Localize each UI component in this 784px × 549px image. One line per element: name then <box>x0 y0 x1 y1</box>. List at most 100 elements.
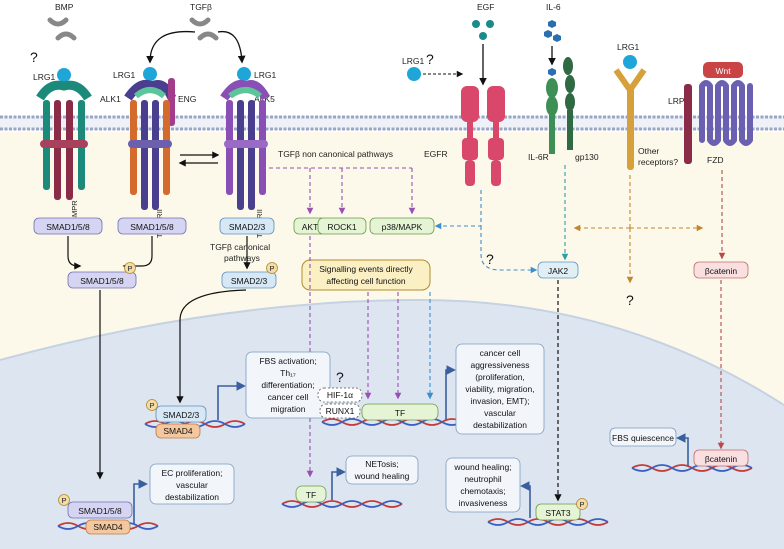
cancer-2: aggressiveness <box>470 360 529 370</box>
jak2-text: JAK2 <box>548 266 569 276</box>
fbs-activation-3: differentiation; <box>261 380 314 390</box>
netosis-2: wound healing <box>354 471 410 481</box>
fbs-activation-5: migration <box>271 404 306 414</box>
smad23-gene-arrow <box>217 381 246 420</box>
cancer-7: destabilization <box>473 420 527 430</box>
stat3-text: STAT3 <box>545 508 570 518</box>
fbs-quiescence-text: FBS quiescence <box>612 433 674 443</box>
lrg1-label-egfr: LRG1 <box>402 56 424 66</box>
smad158a-to-p-arrow <box>67 236 82 270</box>
phospho-badge-4 <box>58 494 70 506</box>
fbs-activation-2: Th₁₇ <box>280 368 296 378</box>
signalling-line-2: affecting cell function <box>326 276 405 286</box>
smad158-gene-arrow <box>133 479 148 524</box>
cancer-6: vascular <box>484 408 516 418</box>
smad4-box-b <box>85 519 131 535</box>
p38-text: p38/MAPK <box>382 222 423 232</box>
stat3-gene-arrow <box>520 481 531 518</box>
tf-akt-box <box>295 485 327 503</box>
wound-2: neutrophil <box>464 474 501 484</box>
fbs-quiescence-box <box>609 427 677 447</box>
bcat-nuc-box <box>693 449 749 467</box>
hif-box <box>317 387 363 403</box>
bcat-gene-arrow <box>676 433 689 466</box>
egfr-label: EGFR <box>424 149 448 159</box>
egfr-receptor <box>461 86 505 186</box>
phospho-badge-3 <box>146 399 158 411</box>
phospho-badge-1 <box>124 262 136 274</box>
p38-box <box>369 217 435 235</box>
lrg1-ball-egfr <box>407 67 421 81</box>
smad158-box-b <box>117 217 187 235</box>
wnt-ligand <box>703 62 743 78</box>
tf-gene-arrow <box>445 365 456 420</box>
smad158b-to-p-arrow <box>122 236 153 270</box>
wound-4: invasiveness <box>459 498 508 508</box>
lrg1-ball-alk5 <box>237 67 251 81</box>
cancer-box <box>455 343 545 435</box>
smad23-nuc-text: SMAD2/3 <box>163 410 200 420</box>
ec-1: EC proliferation; <box>162 468 223 478</box>
ec-box <box>149 463 235 505</box>
fzd-receptor <box>684 80 753 164</box>
lrg1-label-bmp: LRG1 <box>33 72 55 82</box>
smad23-nuc-box <box>155 405 207 423</box>
jak2-question: ? <box>486 251 494 267</box>
alk5-receptor <box>220 80 270 210</box>
fbs-activation-4: cancer cell <box>268 392 309 402</box>
fzd-label: FZD <box>707 155 724 165</box>
phospho-badge-2 <box>266 262 278 274</box>
phospho-text-5: P <box>579 500 584 509</box>
il6r-gp130-receptor <box>546 57 575 154</box>
signalling-line-1: Signalling events directly <box>319 264 413 274</box>
tf-main-text: TF <box>395 408 405 418</box>
bcat-cyto-text: βcatenin <box>705 266 738 276</box>
egfr-question: ? <box>426 51 434 67</box>
smad158-box-a <box>33 217 103 235</box>
lrg1-label-other: LRG1 <box>617 42 639 52</box>
lrg1-label-alk5: LRG1 <box>254 70 276 80</box>
canonical-label-1: TGFβ canonical <box>210 242 270 252</box>
dna-helix-bcat <box>631 464 753 472</box>
bmp-label: BMP <box>55 2 74 12</box>
phospho-text-3: P <box>149 401 154 410</box>
tgfb-ligand-icon <box>189 17 219 41</box>
smad4-b-text: SMAD4 <box>93 522 123 532</box>
cancer-5: invasion, EMT); <box>470 396 529 406</box>
bmpr-receptor <box>36 80 92 200</box>
cancer-3: (proliferation, <box>475 372 525 382</box>
gp130-label: gp130 <box>575 152 599 162</box>
phospho-text-1: P <box>127 264 132 273</box>
smad23-box <box>219 217 275 235</box>
smad4-box-a <box>155 423 201 439</box>
lrg1-label-alk1: LRG1 <box>113 70 135 80</box>
smad23-p-text: SMAD2/3 <box>231 276 268 286</box>
ec-2: vascular <box>176 480 208 490</box>
plasma-membrane <box>0 115 784 131</box>
bmp-question: ? <box>30 49 38 65</box>
tf-main-box <box>361 403 439 421</box>
other-receptors-line1: Other <box>638 146 659 156</box>
eng-label: ENG <box>178 94 196 104</box>
cancer-1: cancer cell <box>480 348 521 358</box>
dna-helix-akt-tf <box>281 500 403 508</box>
dna-helix-stat3 <box>487 518 609 526</box>
il6-ligand-icon <box>544 20 561 42</box>
phospho-badge-5 <box>576 498 588 510</box>
alk5-label: ALK5 <box>254 94 275 104</box>
il6-label: IL-6 <box>546 2 561 12</box>
tgfb-to-alk1-arrow <box>146 30 196 64</box>
smad158-b-text: SMAD1/5/8 <box>130 222 174 232</box>
alk1-label: ALK1 <box>100 94 121 104</box>
tf-akt-gene-arrow <box>331 467 346 500</box>
non-canonical-label: TGFβ non canonical pathways <box>278 149 393 159</box>
smad23-text: SMAD2/3 <box>229 222 266 232</box>
smad158-a-text: SMAD1/5/8 <box>46 222 90 232</box>
signalling-events-box <box>301 259 431 291</box>
egf-ligand-icon <box>472 20 494 40</box>
phospho-text-4: P <box>61 496 66 505</box>
rock1-text: ROCK1 <box>327 222 357 232</box>
hif-text: HIF-1α <box>327 390 353 400</box>
